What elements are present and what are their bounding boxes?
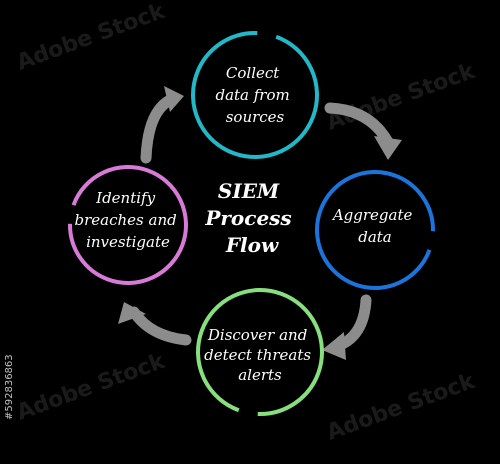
diagram-title-line-1: SIEM <box>218 179 280 203</box>
node-identify-ring <box>68 165 188 285</box>
diagram-title-line-2: Process <box>204 206 291 230</box>
arrow-collect-to-aggregate <box>324 102 402 160</box>
flow-arrows <box>118 86 402 360</box>
node-identify-text: Identify breaches and investigate <box>75 189 182 251</box>
node-collect-ring <box>191 31 319 160</box>
node-collect-text: Collect data from sources <box>215 64 294 126</box>
node-discover-line-1: Discover and <box>207 326 307 344</box>
node-aggregate-line-2: data <box>358 228 392 246</box>
node-aggregate-ring <box>315 170 435 290</box>
watermark-1: Adobe Stock <box>14 0 170 76</box>
node-collect-line-1: Collect <box>226 64 280 82</box>
node-aggregate-text: Aggregate data <box>331 206 417 246</box>
node-discover-line-2: detect threats <box>204 346 311 364</box>
node-identify-line-1: Identify <box>95 189 155 207</box>
watermark-3: Adobe Stock <box>14 349 170 426</box>
diagram-title: SIEM Process Flow <box>204 179 298 257</box>
arrow-aggregate-to-discover <box>322 294 372 360</box>
watermark-2: Adobe Stock <box>324 59 480 136</box>
node-aggregate-line-1: Aggregate <box>331 206 413 224</box>
node-discover: Discover and detect threats alerts <box>196 288 324 416</box>
node-identify-line-2: breaches and <box>75 211 177 229</box>
node-collect-line-2: data from <box>215 86 289 104</box>
stock-id-label: #592836863 <box>4 354 15 420</box>
node-aggregate: Aggregate data <box>315 170 435 290</box>
arrow-discover-to-identify <box>118 302 192 346</box>
node-identify-line-3: investigate <box>86 233 170 251</box>
node-identify: Identify breaches and investigate <box>68 165 188 285</box>
node-collect: Collect data from sources <box>191 31 319 160</box>
node-discover-text: Discover and detect threats alerts <box>204 326 316 384</box>
watermark-4: Adobe Stock <box>324 369 480 446</box>
node-discover-ring <box>196 288 324 416</box>
node-collect-line-3: sources <box>226 108 285 126</box>
node-discover-line-3: alerts <box>238 366 282 384</box>
diagram-title-line-3: Flow <box>225 233 279 257</box>
arrow-identify-to-collect <box>140 86 184 164</box>
